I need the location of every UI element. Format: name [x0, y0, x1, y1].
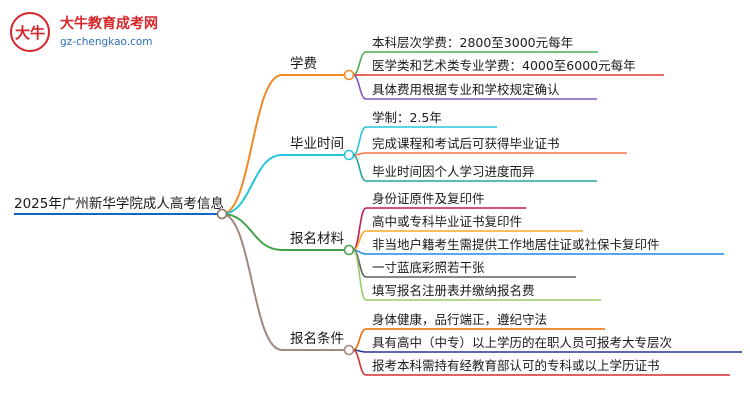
leaf-topic: 报考本科需持有经教育部认可的专科或以上学历证书 — [372, 358, 660, 373]
leaf-topic: 一寸蓝底彩照若干张 — [372, 260, 485, 275]
leaf-topic: 本科层次学费：2800至3000元每年 — [372, 35, 574, 50]
logo-url: gz-chengkao.com — [60, 36, 153, 48]
leaf-connector — [352, 154, 367, 182]
leaf-connector — [352, 51, 367, 76]
branch-connector — [221, 213, 283, 351]
leaf-topic: 毕业时间因个人学习进度而异 — [372, 164, 535, 179]
root-topic: 2025年广州新华学院成人高考信息 — [14, 196, 224, 212]
leaf-topic: 填写报名注册表并缴纳报名费 — [372, 283, 535, 298]
branch-connector — [221, 213, 283, 251]
leaf-topic: 身体健康，品行端正，遵纪守法 — [372, 312, 548, 327]
leaf-topic: 具有高中（中专）以上学历的在职人员可报考大专层次 — [372, 335, 673, 350]
leaf-connector — [352, 126, 367, 156]
leaf-topic: 完成课程和考试后可获得毕业证书 — [372, 136, 560, 151]
leaf-connector — [352, 349, 367, 376]
leaf-topic: 身份证原件及复印件 — [372, 191, 485, 206]
root-node-dot — [216, 208, 228, 220]
branch-topic: 学费 — [290, 56, 317, 72]
branch-node-dot — [343, 149, 355, 161]
branch-topic: 毕业时间 — [290, 136, 344, 152]
leaf-topic: 非当地户籍考生需提供工作地居住证或社保卡复印件 — [372, 237, 660, 252]
leaf-topic: 具体费用根据专业和学校规定确认 — [372, 82, 560, 97]
leaf-connector — [352, 74, 367, 100]
branch-node-dot — [343, 344, 355, 356]
leaf-connector — [352, 249, 367, 301]
logo-mark: 大牛 — [10, 12, 50, 52]
leaf-topic: 高中或专科毕业证书复印件 — [372, 214, 523, 229]
branch-connector — [221, 154, 283, 215]
branch-topic: 报名材料 — [290, 231, 344, 247]
branch-node-dot — [343, 69, 355, 81]
site-logo[interactable]: 大牛 大牛教育成考网 gz-chengkao.com — [8, 10, 208, 54]
leaf-connector — [352, 328, 367, 351]
branch-topic: 报名条件 — [290, 331, 344, 347]
leaf-connector — [352, 207, 367, 251]
branch-node-dot — [343, 244, 355, 256]
leaf-topic: 学制：2.5年 — [372, 110, 442, 125]
logo-title: 大牛教育成考网 — [60, 16, 158, 32]
leaf-topic: 医学类和艺术类专业学费：4000至6000元每年 — [372, 58, 636, 73]
branch-connector — [221, 74, 283, 215]
logo-mark-text: 大牛 — [15, 24, 45, 42]
